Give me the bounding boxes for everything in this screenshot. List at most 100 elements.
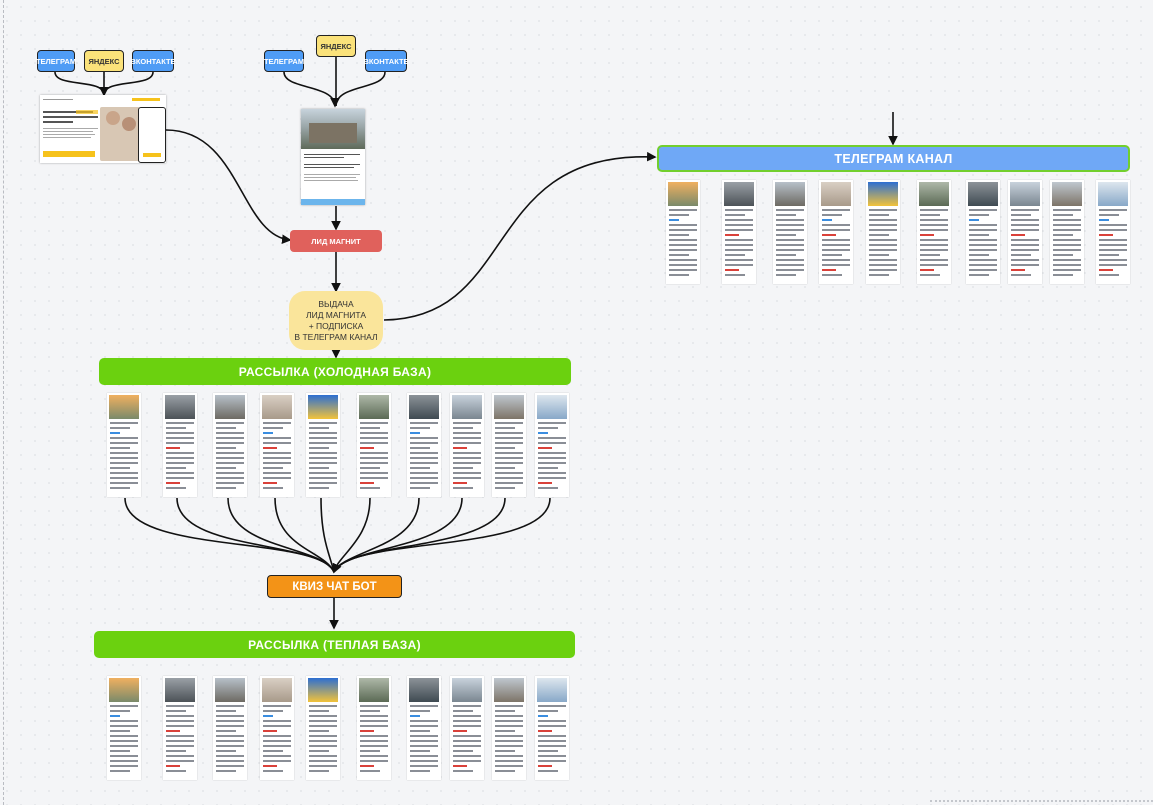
post-text-line bbox=[1099, 254, 1120, 256]
post-text-line bbox=[1011, 254, 1032, 256]
post-text-line bbox=[495, 452, 523, 454]
post-thumbnail[interactable] bbox=[773, 180, 807, 284]
post-text-line bbox=[969, 269, 997, 271]
post-thumbnail[interactable] bbox=[260, 676, 294, 780]
source-vkontakte-left[interactable]: ВКОНТАКТЕ bbox=[130, 50, 176, 72]
post-thumbnail[interactable] bbox=[163, 393, 197, 497]
source-yandex-right[interactable]: ЯНДЕКС bbox=[316, 35, 356, 57]
post-text-line bbox=[538, 432, 549, 434]
post-text-line bbox=[538, 745, 566, 747]
issue-line-4: В ТЕЛЕГРАМ КАНАЛ bbox=[294, 331, 378, 342]
post-text-line bbox=[166, 452, 194, 454]
telegram-channel-bar[interactable]: ТЕЛЕГРАМ КАНАЛ bbox=[657, 145, 1130, 172]
post-text-line bbox=[538, 720, 566, 722]
post-text-line bbox=[263, 462, 291, 464]
post-text-line bbox=[538, 437, 566, 439]
post-thumbnail[interactable] bbox=[917, 180, 951, 284]
post-text-line bbox=[453, 447, 467, 449]
post-text-line bbox=[822, 209, 850, 211]
post-thumbnail[interactable] bbox=[450, 676, 484, 780]
post-thumbnail[interactable] bbox=[107, 676, 141, 780]
post-text-line bbox=[453, 442, 481, 444]
post-text-line bbox=[216, 765, 244, 767]
post-text-line bbox=[110, 472, 138, 474]
quiz-chat-bot-node[interactable]: КВИЗ ЧАТ БОТ bbox=[267, 575, 402, 598]
post-text-line bbox=[410, 442, 438, 444]
post-text-line bbox=[822, 214, 843, 216]
post-thumbnail[interactable] bbox=[260, 393, 294, 497]
landing-page-thumbnail[interactable] bbox=[40, 95, 166, 163]
post-thumbnail[interactable] bbox=[306, 676, 340, 780]
lead-magnet-node[interactable]: ЛИД МАГНИТ bbox=[290, 230, 382, 252]
post-text-line bbox=[309, 422, 337, 424]
post-text-line bbox=[495, 760, 523, 762]
post-thumbnail[interactable] bbox=[407, 676, 441, 780]
post-text-line bbox=[360, 432, 388, 434]
post-thumbnail[interactable] bbox=[213, 393, 247, 497]
post-thumbnail[interactable] bbox=[722, 180, 756, 284]
post-text-line bbox=[869, 239, 897, 241]
source-telegram-left[interactable]: ТЕЛЕГРАМ bbox=[36, 50, 76, 72]
post-text-line bbox=[263, 457, 291, 459]
post-text-line bbox=[495, 750, 516, 752]
source-yandex-left[interactable]: ЯНДЕКС bbox=[84, 50, 124, 72]
post-text-line bbox=[495, 467, 516, 469]
post-text-line bbox=[725, 224, 753, 226]
post-text-line bbox=[263, 750, 284, 752]
post-thumbnail[interactable] bbox=[666, 180, 700, 284]
post-text-line bbox=[453, 467, 474, 469]
post-thumbnail[interactable] bbox=[1008, 180, 1042, 284]
article-page-thumbnail[interactable] bbox=[301, 109, 365, 205]
post-thumbnail[interactable] bbox=[492, 393, 526, 497]
source-vkontakte-right[interactable]: ВКОНТАКТЕ bbox=[363, 50, 409, 72]
post-text-line bbox=[410, 452, 438, 454]
post-text-line bbox=[1099, 224, 1127, 226]
post-text-line bbox=[495, 755, 523, 757]
post-thumbnail[interactable] bbox=[819, 180, 853, 284]
post-thumbnail[interactable] bbox=[1050, 180, 1084, 284]
post-text-line bbox=[776, 239, 804, 241]
post-text-line bbox=[410, 740, 438, 742]
post-thumbnail[interactable] bbox=[163, 676, 197, 780]
post-photo bbox=[1010, 182, 1040, 206]
post-text-line bbox=[410, 487, 431, 489]
post-thumbnail[interactable] bbox=[107, 393, 141, 497]
post-thumbnail[interactable] bbox=[492, 676, 526, 780]
post-text-line bbox=[263, 740, 291, 742]
post-photo bbox=[109, 678, 139, 702]
post-text-line bbox=[166, 457, 194, 459]
post-text-line bbox=[1011, 259, 1039, 261]
post-text-line bbox=[110, 487, 131, 489]
post-photo bbox=[494, 678, 524, 702]
issue-lead-magnet-node[interactable]: ВЫДАЧА ЛИД МАГНИТА + ПОДПИСКА В ТЕЛЕГРАМ… bbox=[289, 291, 383, 350]
post-text-line bbox=[1099, 219, 1110, 221]
cold-mailing-bar[interactable]: РАССЫЛКА (ХОЛОДНАЯ БАЗА) bbox=[99, 358, 571, 385]
post-text-line bbox=[166, 710, 187, 712]
post-text-line bbox=[776, 219, 804, 221]
post-thumbnail[interactable] bbox=[407, 393, 441, 497]
post-thumbnail[interactable] bbox=[1096, 180, 1130, 284]
post-text-line bbox=[410, 730, 431, 732]
post-text-line bbox=[969, 234, 990, 236]
post-thumbnail[interactable] bbox=[306, 393, 340, 497]
post-text-line bbox=[495, 462, 523, 464]
source-telegram-right[interactable]: ТЕЛЕГРАМ bbox=[264, 50, 304, 72]
post-thumbnail[interactable] bbox=[357, 393, 391, 497]
post-thumbnail[interactable] bbox=[450, 393, 484, 497]
post-thumbnail[interactable] bbox=[535, 676, 569, 780]
post-thumbnail[interactable] bbox=[966, 180, 1000, 284]
post-text-line bbox=[969, 219, 980, 221]
post-text-line bbox=[1099, 229, 1127, 231]
post-text-line bbox=[1011, 244, 1039, 246]
post-thumbnail[interactable] bbox=[535, 393, 569, 497]
post-thumbnail[interactable] bbox=[357, 676, 391, 780]
post-text-line bbox=[309, 452, 337, 454]
post-text-line bbox=[410, 720, 438, 722]
warm-mailing-bar[interactable]: РАССЫЛКА (ТЕПЛАЯ БАЗА) bbox=[94, 631, 575, 658]
post-text-line bbox=[725, 264, 753, 266]
post-text-line bbox=[216, 730, 237, 732]
post-text-line bbox=[216, 457, 244, 459]
post-thumbnail[interactable] bbox=[213, 676, 247, 780]
post-text-line bbox=[538, 477, 566, 479]
post-thumbnail[interactable] bbox=[866, 180, 900, 284]
